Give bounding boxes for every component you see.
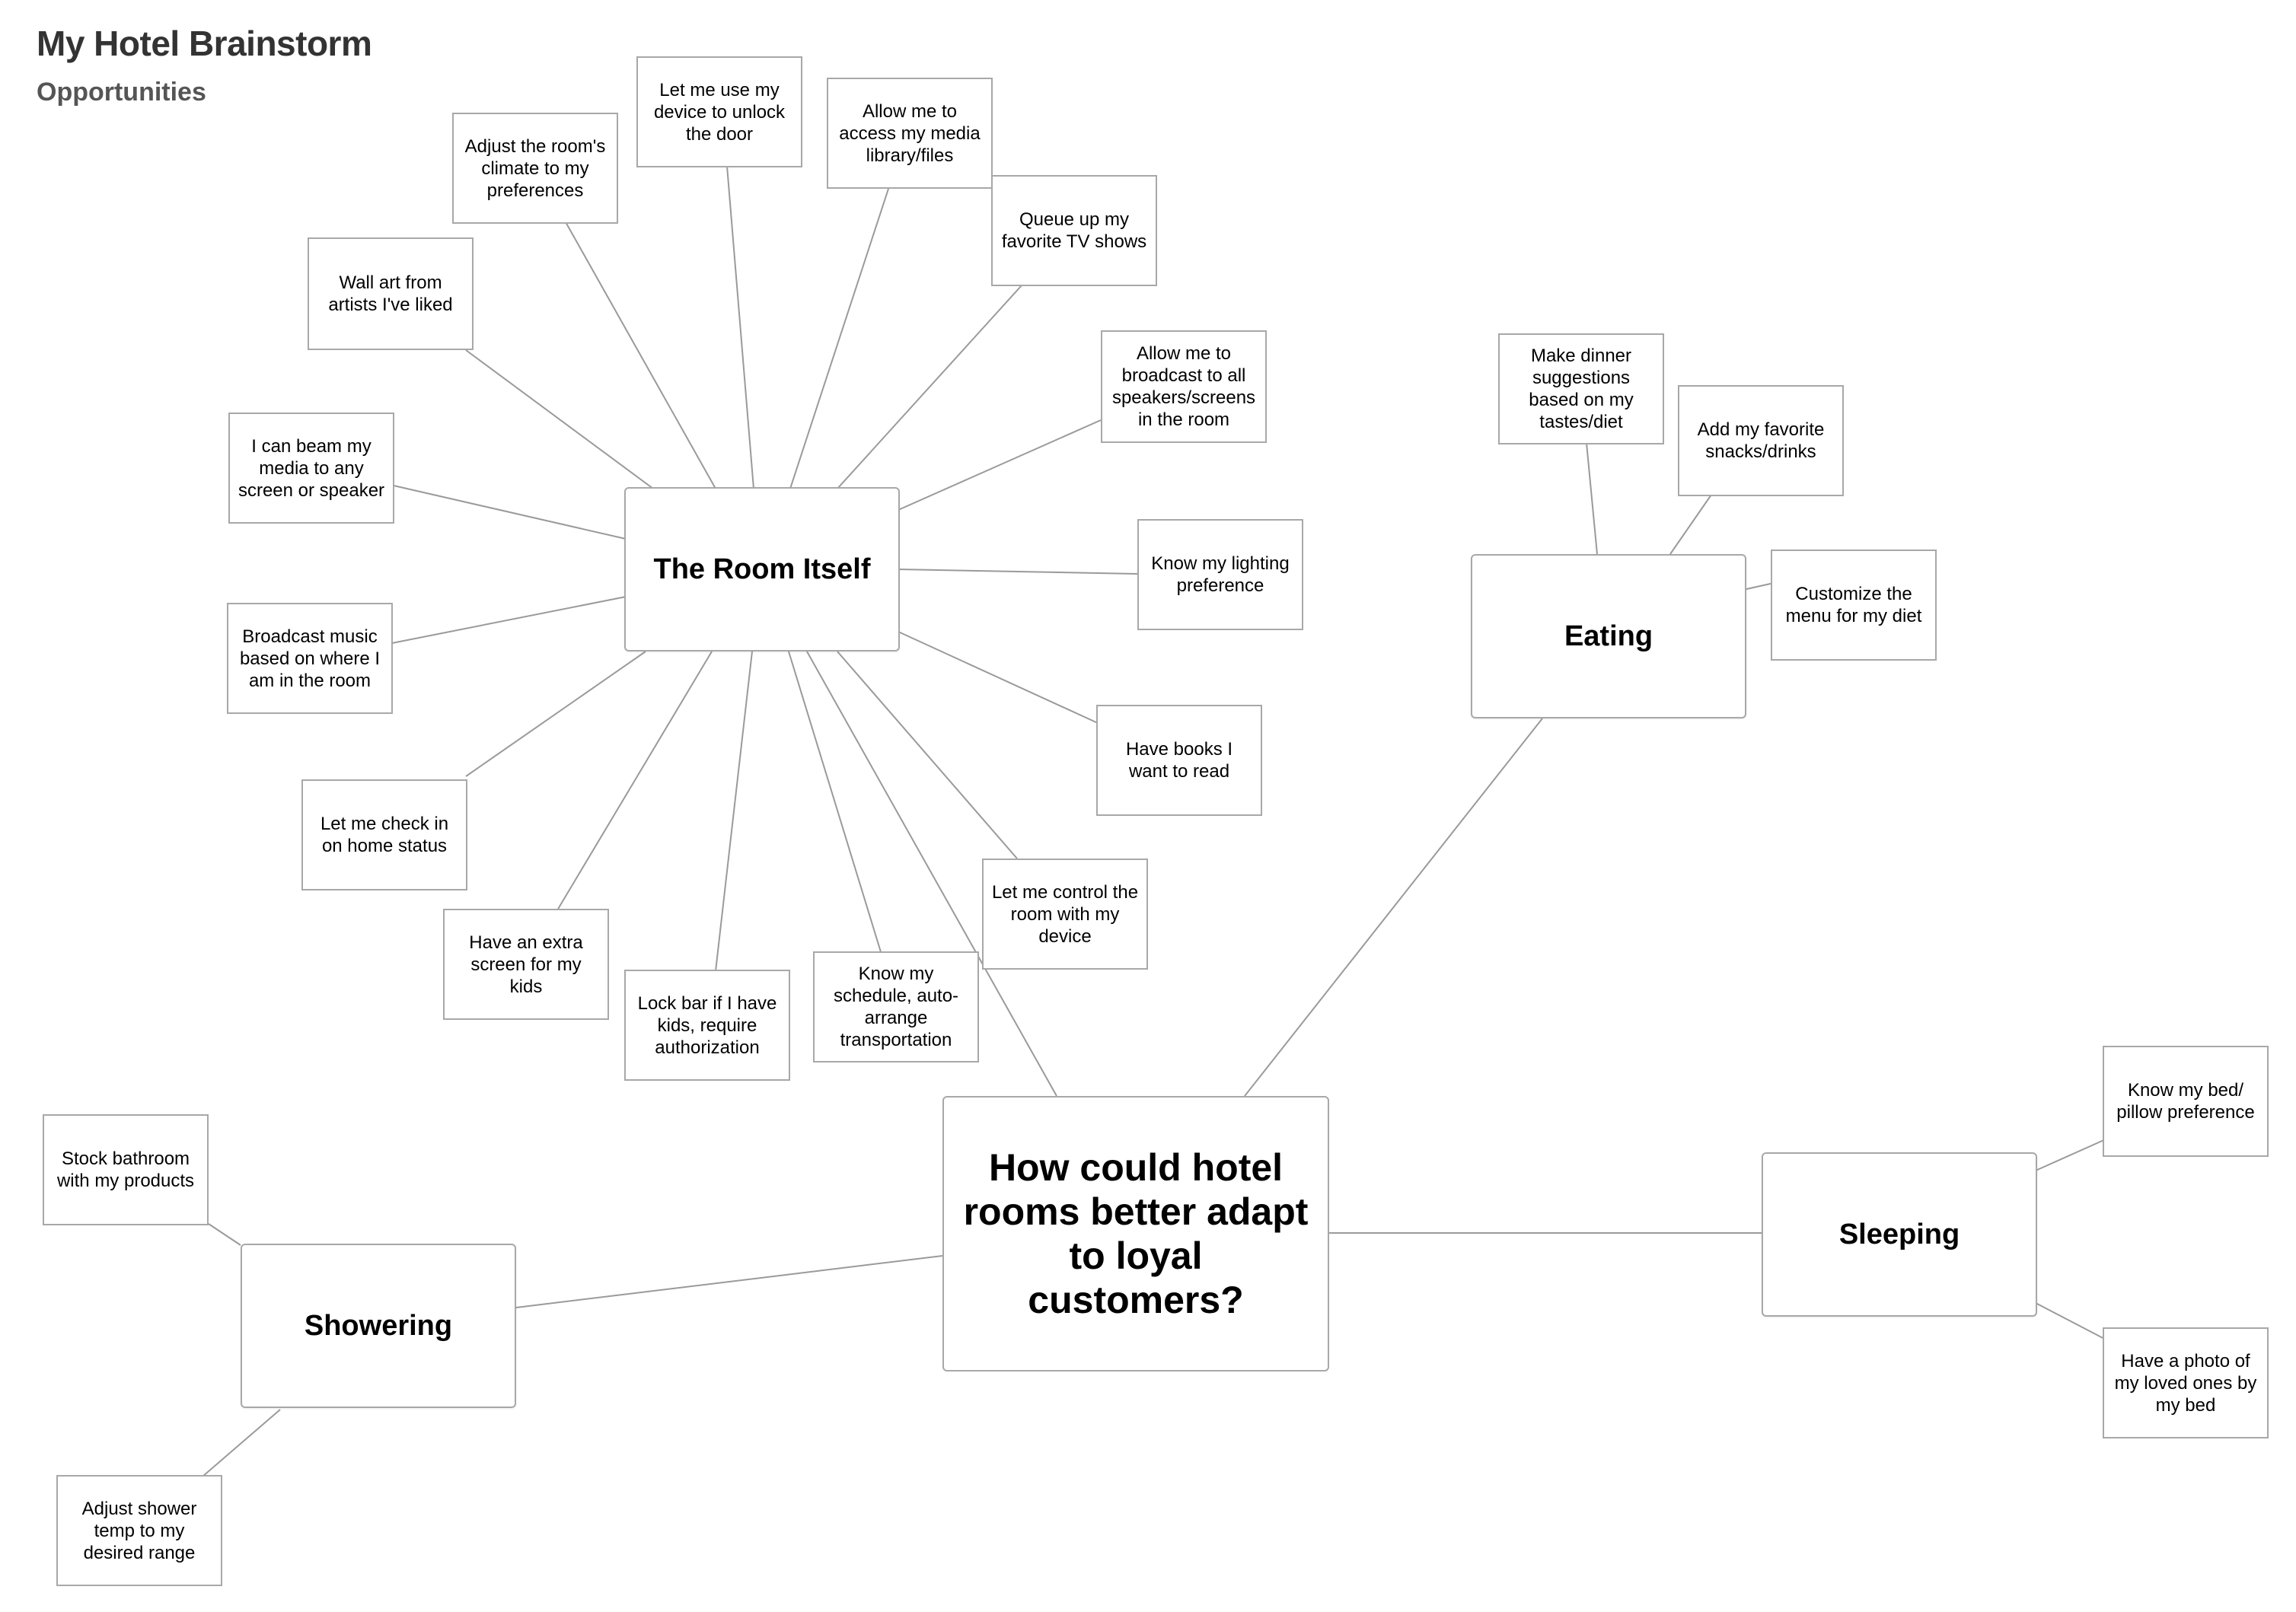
branch-node-sleeping[interactable]: Sleeping	[1762, 1152, 2037, 1317]
idea-text: Adjust shower temp to my desired range	[81, 1498, 197, 1563]
idea-note-bed[interactable]: Know my bed/ pillow preference	[2103, 1046, 2269, 1157]
idea-text: I can beam my media to any screen or spe…	[238, 435, 385, 501]
edge-room-books	[898, 631, 1099, 724]
idea-text: Let me control the room with my device	[991, 881, 1139, 947]
edge-room-control-device	[837, 651, 1018, 859]
idea-text: Queue up my favorite TV shows	[1001, 209, 1147, 252]
edge-room-extra-screen	[556, 651, 713, 911]
idea-text: Let me use my device to unlock the door	[653, 79, 786, 145]
edge-showering-shower-temp	[202, 1409, 281, 1477]
edge-room-wall-art	[465, 349, 654, 489]
idea-text: Broadcast music based on where I am in t…	[239, 626, 381, 691]
idea-text: Know my schedule, auto-arrange transport…	[833, 964, 959, 1050]
branch-label-eating: Eating	[1564, 620, 1653, 652]
edge-eating-dinner	[1586, 442, 1598, 555]
edge-room-schedule	[788, 651, 882, 955]
edge-room-beam-media	[393, 485, 627, 540]
edge-room-climate	[564, 220, 716, 489]
central-question-node[interactable]: How could hotel rooms better adapt to lo…	[942, 1096, 1329, 1371]
edge-room-media-library	[789, 186, 890, 489]
edge-center-showering	[515, 1255, 943, 1308]
idea-note-home-status[interactable]: Let me check in on home status	[301, 779, 467, 890]
idea-note-lock-bar[interactable]: Lock bar if I have kids, require authori…	[624, 970, 790, 1081]
idea-text: Allow me to access my media library/file…	[839, 100, 981, 166]
idea-text: Add my favorite snacks/drinks	[1697, 419, 1825, 462]
branch-label-showering: Showering	[304, 1309, 453, 1342]
idea-note-extra-screen[interactable]: Have an extra screen for my kids	[443, 909, 609, 1020]
page-title: My Hotel Brainstorm	[37, 24, 372, 63]
idea-note-schedule[interactable]: Know my schedule, auto-arrange transport…	[813, 951, 979, 1062]
branch-label-sleeping: Sleeping	[1838, 1218, 1960, 1250]
central-question-text: How could hotel rooms better adapt to lo…	[963, 1146, 1309, 1321]
idea-note-menu[interactable]: Customize the menu for my diet	[1771, 550, 1937, 661]
idea-note-climate[interactable]: Adjust the room's climate to my preferen…	[452, 113, 618, 224]
page-subtitle: Opportunities	[37, 78, 206, 107]
edge-room-lighting	[898, 569, 1138, 575]
idea-note-control-device[interactable]: Let me control the room with my device	[982, 859, 1148, 970]
idea-text: Let me check in on home status	[320, 814, 449, 856]
edge-room-unlock	[726, 165, 754, 489]
idea-text: Adjust the room's climate to my preferen…	[464, 135, 606, 201]
idea-note-dinner[interactable]: Make dinner suggestions based on my tast…	[1498, 333, 1664, 444]
idea-text: Know my lighting preference	[1151, 553, 1290, 596]
idea-note-broadcast-all[interactable]: Allow me to broadcast to all speakers/sc…	[1101, 330, 1267, 443]
idea-text: Have books I want to read	[1125, 739, 1233, 782]
edge-sleeping-photo	[2035, 1302, 2109, 1342]
edge-room-home-status	[465, 651, 646, 777]
idea-note-shower-temp[interactable]: Adjust shower temp to my desired range	[56, 1475, 222, 1586]
edge-room-lock-bar	[715, 651, 753, 972]
edge-center-room	[806, 651, 1057, 1097]
edge-center-eating	[1244, 718, 1543, 1097]
idea-note-media-library[interactable]: Allow me to access my media library/file…	[827, 78, 993, 189]
edge-showering-bathroom	[208, 1223, 241, 1246]
branch-label-room-itself: The Room Itself	[653, 553, 871, 585]
edge-room-broadcast-music	[391, 596, 627, 644]
idea-note-bathroom[interactable]: Stock bathroom with my products	[43, 1114, 209, 1225]
idea-note-books[interactable]: Have books I want to read	[1096, 705, 1262, 816]
idea-text: Know my bed/ pillow preference	[2116, 1080, 2255, 1123]
idea-text: Make dinner suggestions based on my tast…	[1529, 346, 1634, 432]
edge-eating-snacks	[1669, 494, 1712, 555]
idea-note-tv-shows[interactable]: Queue up my favorite TV shows	[991, 175, 1157, 286]
branch-node-room-itself[interactable]: The Room Itself	[624, 487, 900, 651]
idea-text: Allow me to broadcast to all speakers/sc…	[1111, 343, 1256, 430]
edge-sleeping-bed	[2035, 1138, 2108, 1171]
idea-text: Have an extra screen for my kids	[469, 932, 583, 997]
edge-room-broadcast-all	[898, 419, 1102, 511]
branch-node-showering[interactable]: Showering	[241, 1244, 516, 1408]
idea-note-photo[interactable]: Have a photo of my loved ones by my bed	[2103, 1327, 2269, 1438]
idea-note-unlock[interactable]: Let me use my device to unlock the door	[636, 56, 802, 167]
idea-text: Lock bar if I have kids, require authori…	[637, 992, 777, 1058]
edge-room-tv-shows	[837, 285, 1022, 489]
idea-note-beam-media[interactable]: I can beam my media to any screen or spe…	[228, 413, 394, 524]
idea-note-lighting[interactable]: Know my lighting preference	[1137, 519, 1303, 630]
idea-text: Wall art from artists I've liked	[328, 272, 453, 315]
idea-note-snacks[interactable]: Add my favorite snacks/drinks	[1678, 385, 1844, 496]
branch-node-eating[interactable]: Eating	[1471, 554, 1746, 718]
idea-note-broadcast-music[interactable]: Broadcast music based on where I am in t…	[227, 603, 393, 714]
idea-text: Have a photo of my loved ones by my bed	[2114, 1350, 2257, 1416]
idea-text: Customize the menu for my diet	[1785, 584, 1922, 626]
edge-eating-menu	[1746, 582, 1775, 590]
idea-note-wall-art[interactable]: Wall art from artists I've liked	[308, 237, 474, 350]
idea-text: Stock bathroom with my products	[56, 1148, 195, 1191]
